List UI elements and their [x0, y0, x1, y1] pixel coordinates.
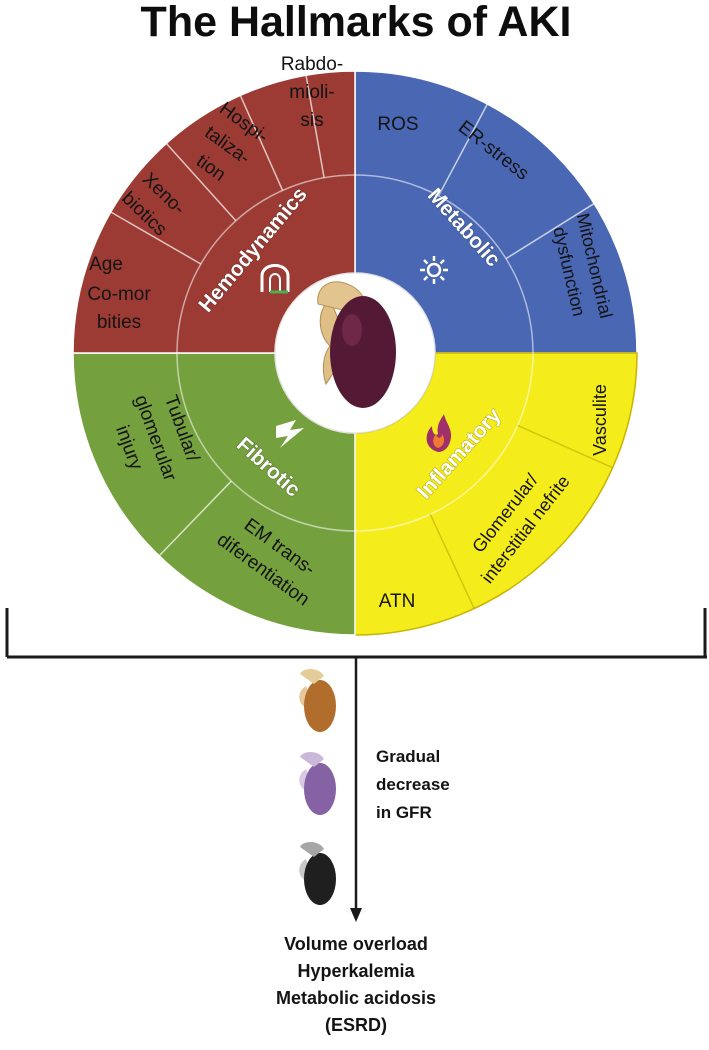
metab-divider-1 [437, 103, 489, 197]
outcome-hyperkalemia: Hyperkalemia [297, 961, 415, 981]
gfr-arrow [350, 657, 362, 922]
outcomes-list: Volume overload Hyperkalemia Metabolic a… [276, 934, 436, 1035]
age-label: Age [89, 254, 123, 275]
inflam-divider-2 [429, 514, 475, 609]
ros-label: ROS [377, 114, 418, 135]
blood-vessel-icon [260, 264, 290, 294]
fire-icon [426, 414, 452, 452]
hemo-divider-3 [239, 95, 284, 191]
svg-text:in GFR: in GFR [376, 803, 432, 822]
kidney-icon [317, 281, 396, 408]
inner-ring-boundary [176, 174, 534, 532]
kidney-failed-icon [299, 842, 336, 905]
gfr-label: Gradual decrease in GFR [376, 747, 450, 822]
hemo-divider-2 [165, 142, 237, 222]
metab-divider-2 [505, 202, 595, 260]
sun-icon [420, 256, 448, 284]
hemo-divider-1 [110, 211, 202, 265]
svg-text:Gradual: Gradual [376, 747, 440, 766]
lightning-icon [276, 420, 304, 448]
atn-label: ATN [379, 591, 416, 612]
kidney-healthy-icon [299, 669, 336, 732]
fib-divider-1 [158, 480, 232, 557]
page-title: The Hallmarks of AKI [141, 0, 572, 46]
inflam-divider-1 [517, 424, 613, 469]
outcome-volume-overload: Volume overload [284, 934, 428, 954]
vasculite-label: Vasculite [590, 384, 610, 456]
outcome-esrd: (ESRD) [325, 1015, 387, 1035]
hemo-divider-4 [305, 75, 325, 178]
outcome-metabolic-acidosis: Metabolic acidosis [276, 988, 436, 1008]
svg-text:decrease: decrease [376, 775, 450, 794]
rhabdomyolysis-label: Rabdo-mioli-sis [281, 54, 343, 131]
kidney-damaged-icon [299, 752, 336, 815]
